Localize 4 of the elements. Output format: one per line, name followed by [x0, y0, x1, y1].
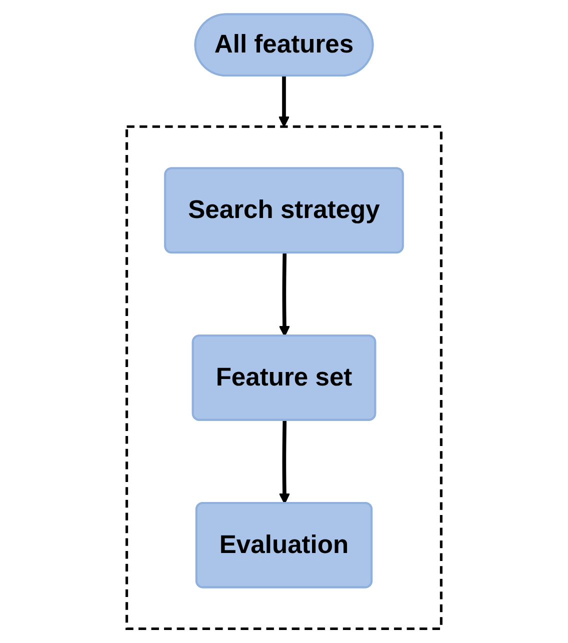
cluster	[126, 125, 442, 630]
arrow	[278, 76, 290, 128]
arrow	[278, 253, 290, 337]
arrow	[278, 420, 290, 504]
